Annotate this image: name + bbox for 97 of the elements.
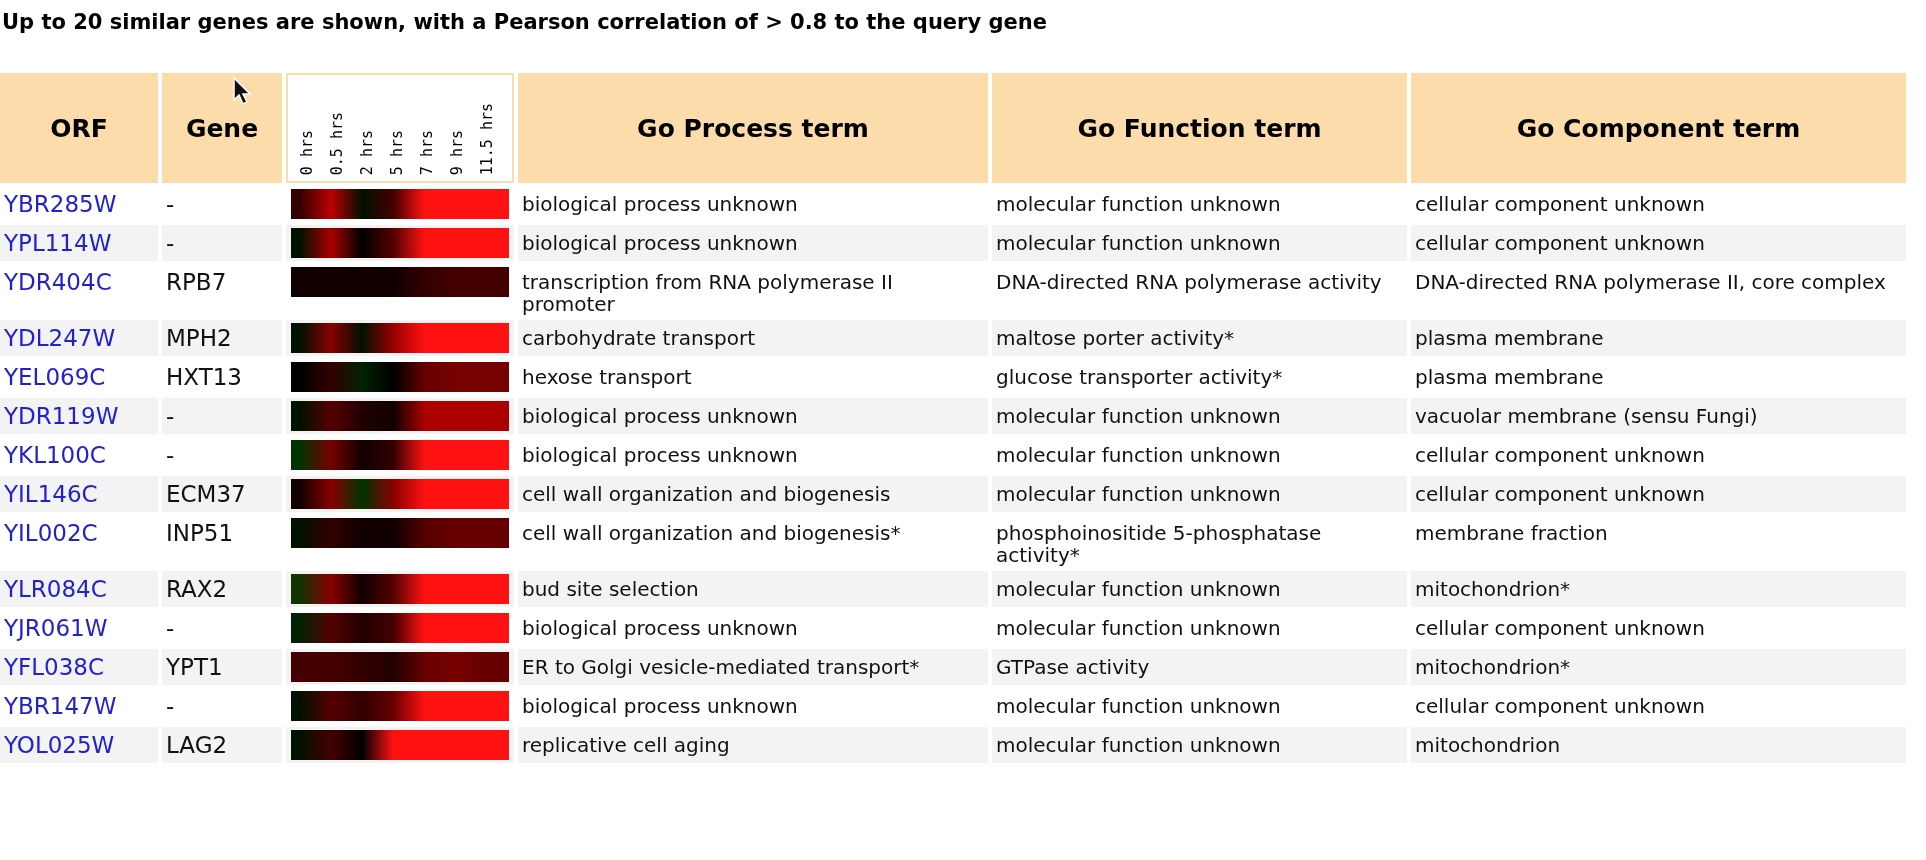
go-term: cellular component unknown [1415,482,1705,506]
go-term: biological process unknown [522,231,798,255]
go-term: plasma membrane [1415,365,1604,389]
go-term: glucose transporter activity* [996,365,1283,389]
column-header: Go Function term [1077,113,1322,143]
heatmap-bar [291,613,509,643]
go-term: molecular function unknown [996,733,1281,757]
column-header: ORF [50,113,108,143]
go-term: carbohydrate transport [522,326,755,350]
gene-name: - [166,403,175,429]
gene-name: RAX2 [166,576,228,602]
gene-name: - [166,230,175,256]
go-term: plasma membrane [1415,326,1604,350]
go-term: membrane fraction [1415,521,1608,545]
orf-link: YIL002C [4,520,98,546]
orf-link: YBR285W [4,191,117,217]
gene-name: INP51 [166,520,234,546]
heatmap-bar [291,730,509,760]
go-term: biological process unknown [522,616,798,640]
orf-link: YKL100C [4,442,106,468]
go-term: biological process unknown [522,404,798,428]
time-label: 7 hrs [418,129,437,175]
orf-link: YPL114W [4,230,112,256]
orf-link: YEL069C [4,364,106,390]
go-term: cellular component unknown [1415,616,1705,640]
column-header: Go Process term [637,113,869,143]
go-term: GTPase activity [996,655,1150,679]
heatmap-bar [291,652,509,682]
go-term: vacuolar membrane (sensu Fungi) [1415,404,1758,428]
go-term: cellular component unknown [1415,231,1705,255]
gene-name: RPB7 [166,269,227,295]
column-header: Gene [185,113,259,143]
go-term: mitochondrion* [1415,655,1571,679]
go-term: DNA-directed RNA polymerase activity [996,270,1382,294]
gene-name: - [166,442,175,468]
go-term: molecular function unknown [996,443,1281,467]
orf-link: YFL038C [4,654,105,680]
go-term: mitochondrion* [1415,577,1571,601]
go-term: cell wall organization and biogenesis [522,482,891,506]
go-term: cellular component unknown [1415,694,1705,718]
go-term: mitochondrion [1415,733,1561,757]
heatmap-bar [291,362,509,392]
go-term: hexose transport [522,365,692,389]
go-term: maltose porter activity* [996,326,1235,350]
go-term: bud site selection [522,577,699,601]
heatmap-bar [291,228,509,258]
go-term: molecular function unknown [996,231,1281,255]
heatmap-bar [291,401,509,431]
go-term: phosphoinositide 5-phosphatase activity* [996,521,1322,567]
column-header: Go Component term [1516,113,1801,143]
go-term: replicative cell aging [522,733,730,757]
go-term: molecular function unknown [996,192,1281,216]
time-label: 5 hrs [388,129,407,175]
gene-name: - [166,191,175,217]
go-term: DNA-directed RNA polymerase II, core complex [1415,270,1886,294]
go-term: biological process unknown [522,694,798,718]
go-term: cell wall organization and biogenesis* [522,521,901,545]
go-term: molecular function unknown [996,482,1281,506]
time-label: 9 hrs [448,129,467,175]
orf-link: YDR119W [4,403,119,429]
heatmap-bar [291,691,509,721]
go-term: cellular component unknown [1415,443,1705,467]
go-term: ER to Golgi vesicle-mediated transport* [522,655,920,679]
orf-link: YJR061W [4,615,108,641]
gene-name: ECM37 [166,481,246,507]
orf-link: YIL146C [4,481,98,507]
time-label: 0 hrs [298,129,317,175]
gene-name: HXT13 [166,364,242,390]
go-term: cellular component unknown [1415,192,1705,216]
orf-link: YDL247W [4,325,116,351]
go-term: biological process unknown [522,192,798,216]
go-term: molecular function unknown [996,404,1281,428]
go-term: biological process unknown [522,443,798,467]
time-label: 2 hrs [358,129,377,175]
gene-name: YPT1 [166,654,223,680]
gene-name: - [166,693,175,719]
time-label: 11.5 hrs [478,102,497,175]
go-term: transcription from RNA polymerase II promoter [522,270,893,316]
gene-name: MPH2 [166,325,232,351]
table-title: Up to 20 similar genes are shown, with a Pearson correlation of > 0.8 to the query gene [2,10,1047,34]
orf-link: YDR404C [4,269,112,295]
heatmap-bar [291,189,509,219]
orf-link: YOL025W [4,732,115,758]
orf-link: YLR084C [4,576,107,602]
heatmap-bar [291,440,509,470]
go-term: molecular function unknown [996,577,1281,601]
heatmap-bar [291,267,509,297]
orf-link: YBR147W [4,693,117,719]
go-term: molecular function unknown [996,694,1281,718]
gene-name: LAG2 [166,732,228,758]
heatmap-bar [291,323,509,353]
go-term: molecular function unknown [996,616,1281,640]
heatmap-bar [291,479,509,509]
heatmap-bar [291,574,509,604]
gene-name: - [166,615,175,641]
heatmap-bar [291,518,509,548]
time-label: 0.5 hrs [328,111,347,175]
